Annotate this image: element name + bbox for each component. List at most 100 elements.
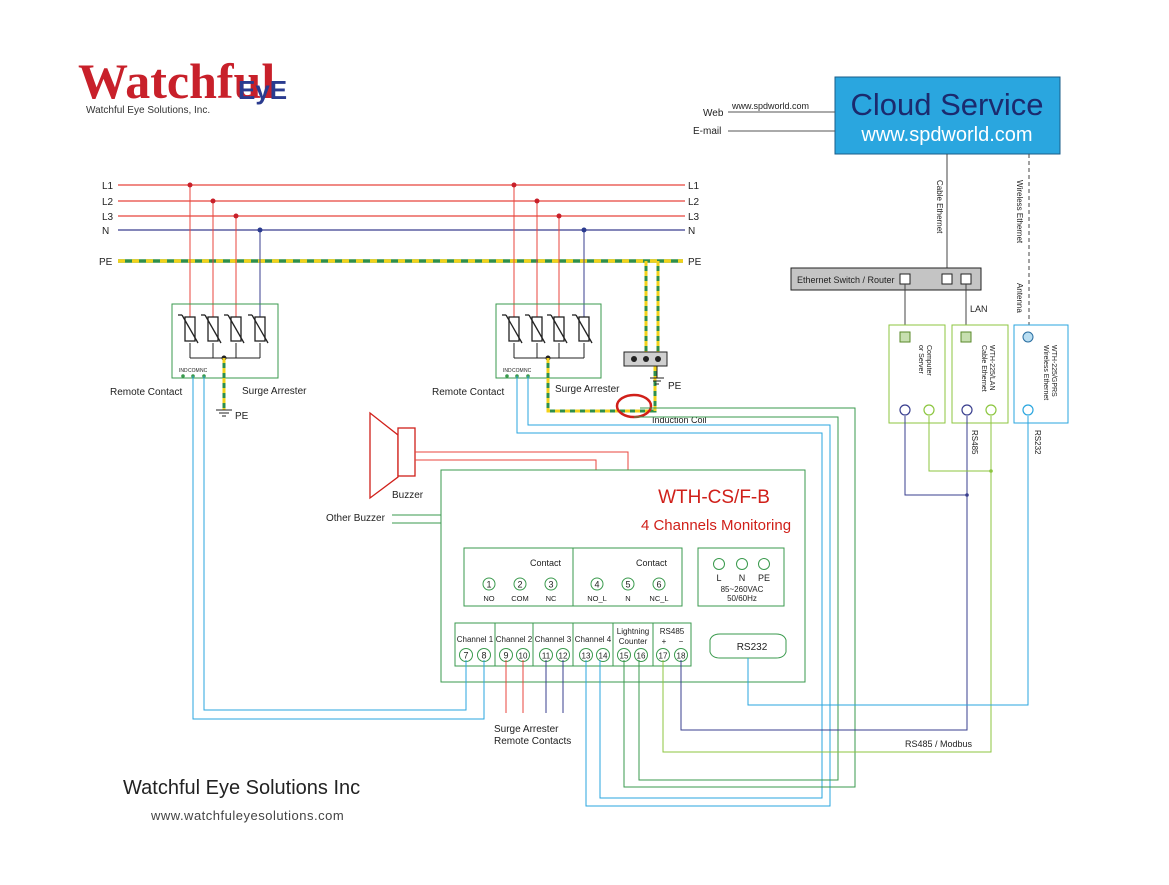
channel-terminal-number: 12 bbox=[559, 652, 568, 661]
wth-lan-box bbox=[951, 324, 1009, 424]
surge-arrester-left: PE IND COM NC Remote Contact Surge Arres… bbox=[110, 182, 307, 422]
power-terminal-n: N bbox=[739, 573, 746, 583]
induction-coil-label: Induction Coil bbox=[652, 415, 707, 425]
channel-terminal-number: 14 bbox=[599, 652, 608, 661]
power-terminal-pe: PE bbox=[758, 573, 770, 583]
channel-2-label: Channel 2 bbox=[496, 635, 533, 644]
contact-terminal-number: 3 bbox=[548, 580, 553, 590]
channel-terminal-number: 7 bbox=[463, 651, 468, 661]
cloud-service-title: Cloud Service bbox=[851, 87, 1044, 122]
l2-label-left: L2 bbox=[102, 197, 114, 208]
n-label-right: N bbox=[688, 226, 695, 237]
wth-lan-label-2: Cable Ethernet bbox=[980, 345, 987, 392]
rs485-label-net: RS485 bbox=[970, 430, 979, 455]
terminal-ind-right: IND bbox=[503, 368, 512, 374]
surge-arrester-label-left: Surge Arrester bbox=[242, 386, 307, 397]
terminal-com-left: COM bbox=[188, 368, 200, 374]
rs232-label-net: RS232 bbox=[1033, 430, 1042, 455]
cable-ethernet-label: Cable Ethernet bbox=[935, 180, 944, 234]
l1-label-right: L1 bbox=[688, 181, 700, 192]
power-block bbox=[697, 547, 785, 607]
cloud-service: Cloud Service www.spdworld.com Web www.s… bbox=[693, 76, 1061, 155]
surge-arrester-right: PE Induction Coil IND COM NC Remote Cont… bbox=[432, 182, 707, 425]
rs485-minus: − bbox=[679, 637, 684, 646]
terminal-com-right: COM bbox=[512, 368, 524, 374]
monitoring-device: WTH-CS/F-B 4 Channels Monitoring Contact… bbox=[440, 469, 806, 683]
device-subtitle: 4 Channels Monitoring bbox=[641, 517, 791, 534]
channel-terminal-number: 13 bbox=[582, 652, 591, 661]
antenna-label: Antenna bbox=[1015, 283, 1024, 313]
computer-label-2: or Server bbox=[917, 345, 924, 374]
contact-terminal-number: 1 bbox=[486, 580, 491, 590]
channel-terminal-number: 18 bbox=[677, 652, 686, 661]
footer-url[interactable]: www.watchfuleyesolutions.com bbox=[150, 808, 344, 823]
l3-label-left: L3 bbox=[102, 212, 114, 223]
wth-gprs-label-2: Wireless Ethernet bbox=[1042, 345, 1049, 400]
rs485-modbus-label: RS485 / Modbus bbox=[905, 739, 973, 749]
contact-label-1: Contact bbox=[530, 558, 562, 568]
contact-terminal-label: N bbox=[625, 594, 630, 603]
channel-terminal-number: 8 bbox=[481, 651, 486, 661]
contact-terminal-number: 4 bbox=[594, 580, 599, 590]
wireless-ethernet-label: Wireless Ethernet bbox=[1015, 180, 1024, 244]
contact-terminal-number: 5 bbox=[625, 580, 630, 590]
power-lines: L1 L2 L3 N PE L1 L2 L3 N PE bbox=[99, 181, 702, 268]
contact-terminal-5 bbox=[621, 577, 635, 591]
channel-terminal-14 bbox=[596, 648, 610, 662]
l1-label-left: L1 bbox=[102, 181, 114, 192]
terminal-nc-right: NC bbox=[524, 368, 532, 374]
contact-terminal-label: NO bbox=[483, 594, 494, 603]
rs232-port bbox=[709, 633, 787, 659]
contact-terminal-6 bbox=[652, 577, 666, 591]
channel-terminal-number: 15 bbox=[620, 652, 629, 661]
remote-contact-label-left: Remote Contact bbox=[110, 387, 182, 398]
power-spec: 85~260VAC bbox=[721, 585, 764, 594]
company-logo: Watchful EyE Watchful Eye Solutions, Inc… bbox=[78, 53, 287, 116]
cloud-service-box bbox=[834, 76, 1061, 155]
terminal-ind-left: IND bbox=[179, 368, 188, 374]
channel-terminal-number: 17 bbox=[659, 652, 668, 661]
contact-terminal-label: NC_L bbox=[649, 594, 668, 603]
surge-remote-label-2: Remote Contacts bbox=[494, 736, 571, 747]
web-url[interactable]: www.spdworld.com bbox=[731, 101, 809, 111]
remote-contact-label-right: Remote Contact bbox=[432, 387, 504, 398]
web-label: Web bbox=[703, 108, 724, 119]
logo-word: Watchful bbox=[78, 53, 275, 109]
logo-tagline: Watchful Eye Solutions, Inc. bbox=[86, 105, 210, 116]
l2-label-right: L2 bbox=[688, 197, 700, 208]
logo-suffix: EyE bbox=[238, 75, 287, 105]
channel-terminal-number: 16 bbox=[637, 652, 646, 661]
lightning-label-1: Lightning bbox=[617, 627, 649, 636]
wth-lan-label-1: WTH-225/LAN bbox=[988, 345, 995, 391]
lan-label: LAN bbox=[970, 304, 988, 314]
computer-server-box bbox=[888, 324, 946, 424]
channel-terminal-number: 10 bbox=[519, 652, 528, 661]
contact-terminal-3 bbox=[544, 577, 558, 591]
contact-terminal-label: COM bbox=[511, 594, 529, 603]
wth-gprs-label-1: WTH-225/GPRS bbox=[1050, 345, 1057, 397]
rs485-device-label: RS485 bbox=[660, 627, 685, 636]
contact-terminal-label: NO_L bbox=[587, 594, 607, 603]
power-terminal-l: L bbox=[716, 573, 721, 583]
pe-label-left: PE bbox=[99, 257, 113, 268]
channel-1-label: Channel 1 bbox=[457, 635, 494, 644]
device-model: WTH-CS/F-B bbox=[658, 487, 770, 508]
pe-ground-left: PE bbox=[235, 411, 249, 422]
computer-label-1: Computer bbox=[925, 345, 932, 376]
cloud-service-url: www.spdworld.com bbox=[860, 124, 1032, 146]
contact-terminal-number: 2 bbox=[517, 580, 522, 590]
wth-gprs-box bbox=[1013, 324, 1069, 424]
contact-terminal-2 bbox=[513, 577, 527, 591]
channel-4-label: Channel 4 bbox=[575, 635, 612, 644]
channel-3-label: Channel 3 bbox=[535, 635, 572, 644]
rs485-plus: + bbox=[662, 637, 667, 646]
n-label-left: N bbox=[102, 226, 109, 237]
induction-coil bbox=[615, 393, 653, 419]
contact-terminal-label: NC bbox=[546, 594, 557, 603]
other-buzzer-label: Other Buzzer bbox=[326, 513, 386, 524]
power-freq: 50/60Hz bbox=[727, 594, 757, 603]
channel-terminal-16 bbox=[634, 648, 648, 662]
contact-terminal-number: 6 bbox=[656, 580, 661, 590]
